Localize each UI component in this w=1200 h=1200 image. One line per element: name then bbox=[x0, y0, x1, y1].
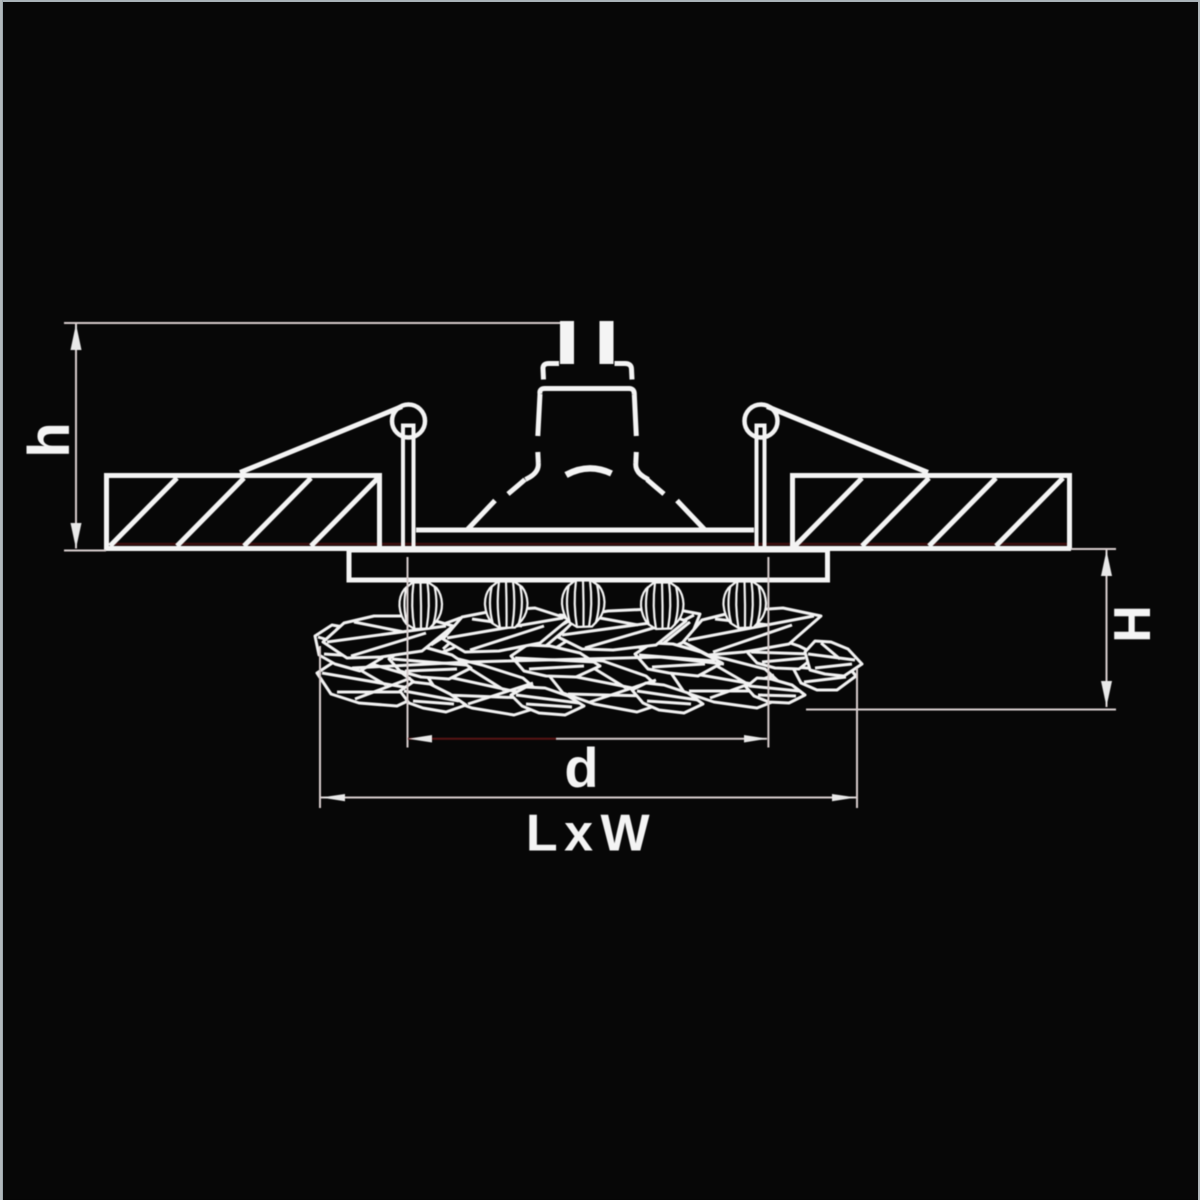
svg-text:h: h bbox=[17, 422, 82, 457]
svg-text:L x W: L x W bbox=[526, 805, 651, 863]
svg-text:d: d bbox=[564, 736, 598, 799]
svg-text:H: H bbox=[1104, 605, 1162, 643]
